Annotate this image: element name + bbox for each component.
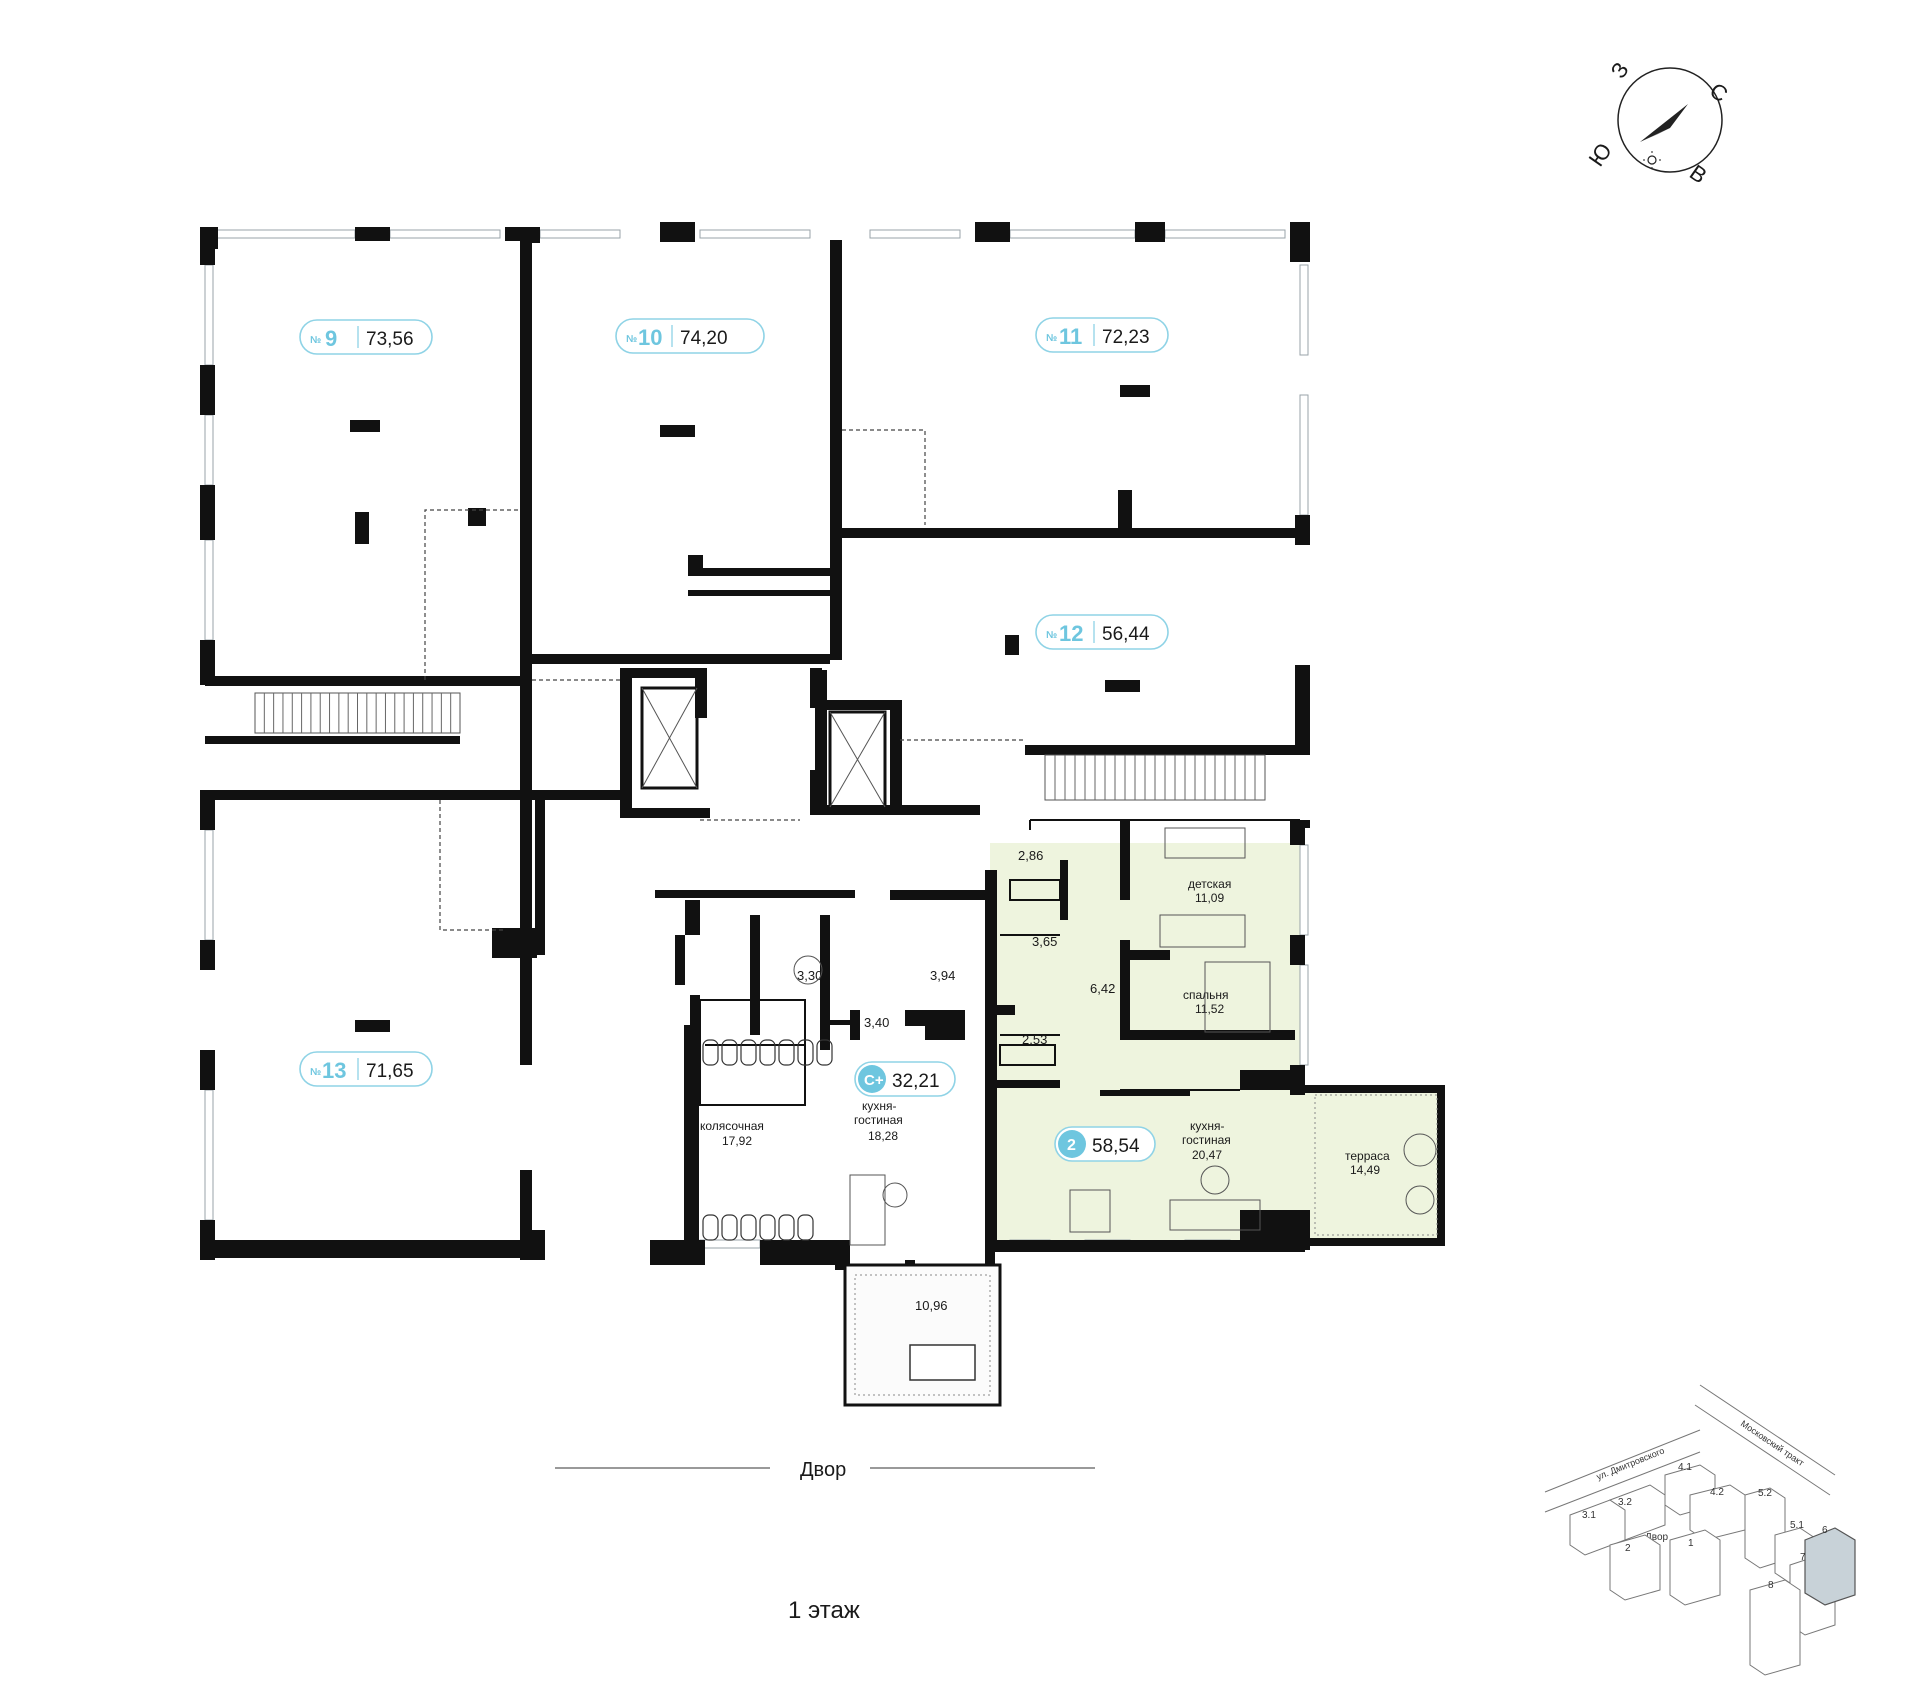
terrace-fill: [1305, 1090, 1445, 1240]
elevator-shafts: [640, 686, 887, 809]
minimap-b52: 5.2: [1758, 1488, 1772, 1499]
apt2-kitchen-label-1: кухня-: [1190, 1119, 1225, 1133]
minimap-b2: 2: [1625, 1543, 1631, 1554]
studio-badge[interactable]: С+ 32,21: [854, 1061, 956, 1097]
studio-corridor-area: 3,40: [864, 1015, 889, 1030]
apt2-bath1-area: 3,65: [1032, 934, 1057, 949]
unit-12-prefix: №: [1046, 630, 1057, 641]
terrace-area: 14,49: [1350, 1163, 1380, 1177]
compass-west: З: [1606, 58, 1634, 83]
unit-9-number: 9: [325, 326, 337, 351]
floor-label: 1 этаж: [788, 1597, 860, 1624]
unit-11-area: 72,23: [1102, 327, 1150, 348]
unit-11-badge[interactable]: № 11 72,23: [1035, 317, 1169, 353]
studio-total-area: 32,21: [892, 1071, 940, 1092]
stroller-room-area: 17,92: [722, 1134, 752, 1148]
dashed-zones: [424, 429, 1025, 931]
compass-north: С: [1705, 78, 1732, 108]
minimap-b42: 4.2: [1710, 1487, 1724, 1498]
studio-terrace-outline: [843, 1263, 1002, 1407]
unit-11-number: 11: [1059, 324, 1082, 349]
unit-9-prefix: №: [310, 335, 321, 346]
apt2-type-badge: 2: [1067, 1137, 1076, 1154]
unit-12-area: 56,44: [1102, 624, 1150, 645]
kids-room-label: детская: [1188, 877, 1231, 891]
room-labels: 3,40 3,30 3,94 кухня- гостиная 18,28 10,…: [700, 848, 1390, 1313]
unit-10-number: 10: [638, 325, 662, 350]
compass-east: В: [1685, 160, 1711, 189]
walls: [200, 222, 1445, 1405]
unit-10-area: 74,20: [680, 328, 728, 349]
site-minimap[interactable]: ул. Дмитровского Московский тракт Двор 3…: [1544, 1384, 1856, 1676]
stroller-room-label: колясочная: [700, 1119, 764, 1133]
apt2-entry-area: 2,86: [1018, 848, 1043, 863]
minimap-b6: 6: [1822, 1525, 1828, 1536]
bedroom-label: спальня: [1183, 988, 1229, 1002]
apt2-hall-area: 6,42: [1090, 981, 1115, 996]
studio-wardrobe-area: 3,30: [797, 968, 822, 983]
apt2-total-area: 58,54: [1092, 1136, 1140, 1157]
unit-12-number: 12: [1059, 621, 1083, 646]
studio-kitchen-label-1: кухня-: [862, 1099, 897, 1113]
unit-13-badge[interactable]: № 13 71,65: [299, 1051, 433, 1087]
minimap-b8: 8: [1768, 1580, 1774, 1591]
minimap-b1: 1: [1688, 1538, 1694, 1549]
apt2-kitchen-area: 20,47: [1192, 1148, 1222, 1162]
unit-9-badge[interactable]: № 9 73,56: [299, 319, 433, 355]
furniture: [793, 827, 1437, 1246]
minimap-yard: Двор: [1645, 1532, 1669, 1543]
unit-10-prefix: №: [626, 334, 637, 345]
yard-label: Двор: [800, 1459, 846, 1481]
minimap-building-highlighted[interactable]: [1804, 1527, 1856, 1606]
terrace-table: [909, 1344, 976, 1381]
minimap-b51: 5.1: [1790, 1520, 1804, 1531]
studio-terrace-area: 10,96: [915, 1298, 948, 1313]
partitions: [699, 819, 1300, 1106]
studio-kitchen-area: 18,28: [868, 1129, 898, 1143]
bedroom-area: 11,52: [1195, 1002, 1224, 1016]
minimap-b32: 3.2: [1618, 1497, 1632, 1508]
studio-type-badge: С+: [864, 1072, 884, 1089]
minimap-b7: 7: [1800, 1552, 1806, 1563]
apt2-kitchen-label-2: гостиная: [1182, 1133, 1231, 1147]
kids-room-area: 11,09: [1195, 891, 1224, 905]
minimap-street2: Московский тракт: [1739, 1418, 1806, 1468]
apt2-bath2-area: 2,53: [1022, 1032, 1047, 1047]
minimap-b41: 4.1: [1678, 1462, 1692, 1473]
unit-12-badge[interactable]: № 12 56,44: [1035, 614, 1169, 650]
minimap-street1: ул. Дмитровского: [1595, 1445, 1666, 1481]
apt2-fill: [990, 843, 1305, 1240]
unit-13-prefix: №: [310, 1067, 321, 1078]
compass: З С Ю В: [1584, 58, 1733, 189]
studio-kitchen-label-2: гостиная: [854, 1113, 903, 1127]
unit-11-prefix: №: [1046, 333, 1057, 344]
unit-13-area: 71,65: [366, 1061, 414, 1082]
sun-icon: [1643, 151, 1661, 169]
terrace-label: терраса: [1345, 1149, 1390, 1163]
yard-label-group: Двор: [555, 1459, 1095, 1481]
studio-bath-area: 3,94: [930, 968, 955, 983]
unit-10-badge[interactable]: № 10 74,20: [615, 318, 765, 354]
stroller-racks: [702, 1039, 833, 1241]
unit-9-area: 73,56: [366, 329, 414, 350]
unit-13-number: 13: [322, 1058, 346, 1083]
compass-south: Ю: [1584, 138, 1617, 171]
apt2-badge[interactable]: 2 58,54: [1054, 1126, 1156, 1162]
minimap-b31: 3.1: [1582, 1510, 1596, 1521]
